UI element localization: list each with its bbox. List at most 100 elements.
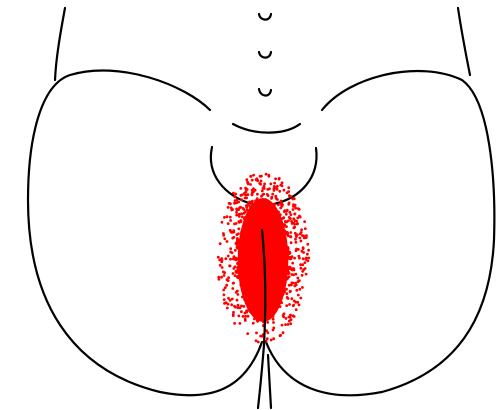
- highlight-dot: [272, 315, 275, 318]
- highlight-dot: [237, 304, 240, 307]
- highlight-dot: [245, 285, 249, 289]
- highlight-dot: [299, 233, 302, 236]
- highlight-dot: [222, 271, 225, 274]
- highlight-dot: [278, 190, 281, 193]
- highlight-dot: [254, 222, 258, 226]
- highlight-dot: [298, 288, 301, 291]
- highlight-dot: [283, 209, 286, 212]
- highlight-dot: [252, 211, 256, 215]
- highlight-dot: [244, 315, 247, 318]
- highlight-dot: [261, 316, 264, 319]
- highlight-dot: [271, 262, 275, 266]
- highlight-dot: [276, 185, 279, 188]
- highlight-dot: [276, 290, 280, 294]
- highlight-dot: [282, 315, 285, 318]
- highlight-dot: [295, 241, 298, 244]
- highlight-dot: [295, 308, 298, 311]
- highlight-dot: [221, 266, 224, 269]
- highlight-dot: [293, 285, 296, 288]
- highlight-dot: [291, 262, 294, 265]
- highlight-dot: [306, 253, 309, 256]
- highlight-dot: [269, 289, 273, 293]
- highlight-dot: [285, 304, 288, 307]
- highlight-dot: [235, 241, 239, 245]
- highlight-dot: [240, 310, 243, 313]
- highlight-dot: [297, 248, 300, 251]
- highlight-dot: [279, 207, 282, 210]
- highlight-dot: [247, 182, 250, 185]
- highlight-dot: [266, 265, 270, 269]
- highlight-dot: [299, 263, 302, 266]
- highlight-dot: [231, 287, 234, 290]
- highlight-dot: [264, 209, 268, 213]
- highlight-dot: [290, 241, 293, 244]
- highlight-dot: [289, 316, 292, 319]
- highlight-dot: [282, 272, 286, 276]
- highlight-dot: [276, 279, 280, 283]
- highlight-dot: [226, 278, 229, 281]
- highlight-dot: [280, 301, 283, 304]
- highlight-dot: [249, 183, 252, 186]
- highlight-dot: [294, 282, 297, 285]
- highlight-dot: [273, 233, 277, 237]
- highlight-dot: [241, 296, 244, 299]
- highlight-dot: [232, 314, 235, 317]
- highlight-dot: [302, 235, 305, 238]
- highlight-dot: [224, 257, 227, 260]
- highlight-dot: [269, 183, 272, 186]
- highlight-dot: [250, 175, 253, 178]
- highlight-dot: [264, 198, 267, 201]
- highlight-dot: [251, 200, 254, 203]
- highlight-dot: [286, 209, 289, 212]
- highlight-dot: [232, 282, 235, 285]
- highlight-dot: [228, 264, 231, 267]
- highlight-dot: [264, 247, 268, 251]
- highlight-dot: [277, 203, 280, 206]
- highlight-dot: [234, 265, 237, 268]
- highlight-dot: [260, 180, 263, 183]
- highlight-dot: [226, 215, 229, 218]
- highlight-dot: [221, 259, 224, 262]
- highlight-dot: [234, 274, 237, 277]
- highlight-dot: [296, 223, 299, 226]
- highlight-dot: [242, 305, 245, 308]
- highlight-dot: [249, 237, 253, 241]
- highlight-dot: [237, 306, 240, 309]
- highlight-dot: [253, 251, 257, 255]
- highlight-dot: [293, 226, 296, 229]
- highlight-dot: [288, 202, 291, 205]
- highlight-dot: [229, 247, 232, 250]
- highlight-dot: [292, 208, 295, 211]
- highlight-dot: [289, 217, 292, 220]
- highlight-dot: [279, 334, 282, 337]
- highlight-dot: [271, 193, 274, 196]
- highlight-dot: [259, 175, 262, 178]
- highlight-dot: [233, 255, 236, 258]
- highlight-dot: [261, 190, 264, 193]
- highlight-dot: [268, 312, 271, 315]
- highlight-dot: [292, 304, 295, 307]
- highlight-dot: [232, 272, 235, 275]
- highlight-dot: [298, 279, 301, 282]
- highlight-dot: [259, 218, 263, 222]
- highlight-dot: [268, 228, 272, 232]
- highlight-dot: [240, 198, 243, 201]
- highlight-dot: [281, 324, 284, 327]
- highlight-dot: [287, 323, 290, 326]
- highlight-dot: [257, 211, 261, 215]
- highlight-dot: [276, 198, 279, 201]
- highlight-dot: [233, 223, 236, 226]
- highlight-dot: [240, 219, 243, 222]
- highlight-dot: [304, 227, 307, 230]
- highlight-dot: [222, 289, 225, 292]
- highlight-dot: [302, 257, 305, 260]
- highlight-dot: [247, 315, 250, 318]
- highlight-dot: [217, 256, 220, 259]
- highlight-dot: [259, 314, 262, 317]
- highlight-dot: [273, 203, 276, 206]
- highlight-dot: [244, 210, 247, 213]
- highlight-dot: [293, 197, 296, 200]
- highlight-dot: [290, 220, 293, 223]
- highlight-dot: [246, 332, 249, 335]
- highlight-dot: [237, 315, 240, 318]
